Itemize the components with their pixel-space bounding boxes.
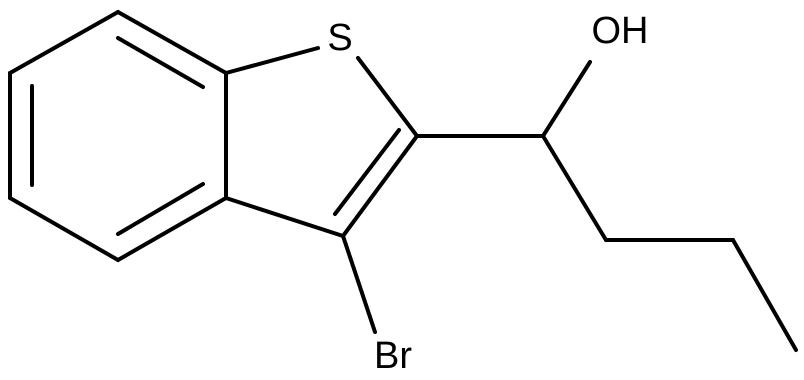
thiophene-ring	[224, 46, 419, 238]
bond-c4-c4a	[116, 196, 228, 262]
bond-c7a-c1	[116, 10, 228, 75]
atom-label-sulfur: S	[327, 17, 352, 59]
bond-c7a-s	[224, 46, 320, 75]
bond-c3-c4	[8, 196, 120, 262]
double-bond-inner-bottom	[116, 182, 205, 236]
bond-c1-c2	[8, 10, 120, 75]
bond-c3-c3a	[224, 196, 345, 238]
bond-ch2-ch3	[731, 238, 798, 352]
double-bond-inner-top	[116, 36, 205, 89]
atom-label-hydroxyl: OH	[592, 10, 649, 52]
bond-c2-c3	[341, 134, 419, 238]
bond-c3-br	[341, 234, 377, 334]
double-bond-c2-c3-inner	[333, 128, 401, 216]
bond-carbinol-oh	[541, 60, 592, 138]
substituents	[341, 60, 798, 352]
benzene-ring	[8, 10, 228, 262]
atom-label-bromine: Br	[374, 335, 412, 377]
bond-carbinol-ch2	[541, 134, 608, 242]
bond-s-c2	[356, 56, 419, 138]
